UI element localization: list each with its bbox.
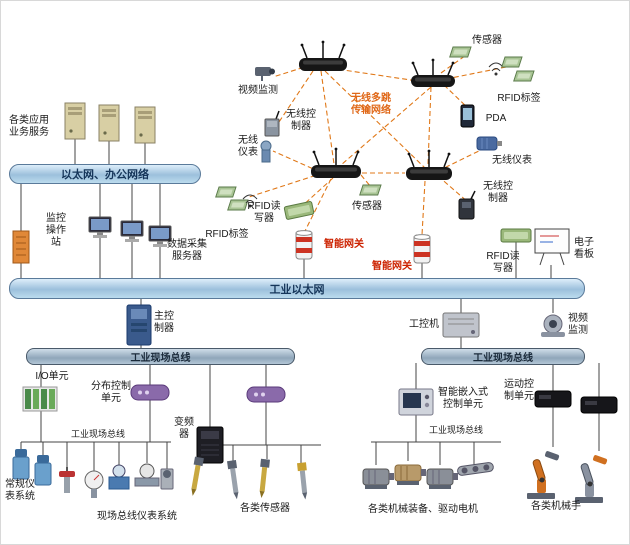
workstation-icon [120,220,144,242]
probe-sensor-icon [227,460,239,500]
motor-icon [362,468,394,489]
main-controller-icon [126,304,152,346]
label-wireless-instrument-left: 无线仪表 [238,135,258,158]
label-conventional-instrument-system: 常规仪表系统 [5,479,35,502]
distributed-control-unit-icon [130,384,170,401]
label-monitor-station: 监控操作站 [46,213,66,248]
wireless-controller-icon [458,190,476,220]
workstation-icon [88,216,112,238]
label-rfid-reader-left: RFID读写器 [247,201,281,224]
wireless-router-icon [299,40,347,71]
conventional-instrument-icon [12,449,30,480]
fieldbus-left: 工业现场总线 [26,348,295,365]
wireless-instrument-motor-icon [476,136,502,151]
motor-icon [426,468,458,489]
rfid-tag-icon [215,186,237,198]
label-wireless-controller-left: 无线控制器 [286,109,316,132]
conventional-instrument-icon [34,455,52,486]
transmitter-icon [160,468,174,490]
distributed-control-unit-icon [246,386,286,403]
label-distributed-control-unit: 分布控制单元 [91,381,131,404]
gateway-icon [413,234,431,264]
motor-icon [394,464,426,485]
label-motion-control-unit: 运动控制单元 [504,379,534,402]
rfid-tag-icon [501,56,523,68]
wireless-router-icon [406,149,452,180]
wifi-signal-icon [242,194,258,208]
sensor-tag-icon [359,184,382,196]
label-wireless-controller-right: 无线控制器 [483,181,513,204]
label-pda: PDA [485,113,507,124]
label-video-monitor-bottom: 视频监测 [568,313,588,336]
label-main-controller: 主控制器 [154,311,174,334]
server-icon [134,106,156,144]
industrial-ethernet-bus: 工业以太网 [9,278,585,299]
office-network-bus: 以太网、办公网络 [9,164,201,184]
server-icon [98,104,120,142]
label-mesh-network: 无线多跳传输网络 [351,93,391,116]
motion-control-unit-icon [534,390,572,408]
label-sensor-top: 传感器 [472,35,502,46]
electronic-board-icon [534,228,570,266]
label-embedded-control-unit: 智能嵌入式控制单元 [438,387,488,410]
wireless-router-icon [411,58,455,87]
fieldbus-right: 工业现场总线 [421,348,585,365]
label-machinery-motors: 各类机械装备、驱动电机 [368,504,478,515]
label-fieldbus-instrument-system: 现场总线仪表系统 [97,511,177,522]
label-industrial-pc: 工控机 [409,319,439,330]
inverter-icon [196,426,224,464]
motion-control-unit-icon [580,396,618,414]
pressure-gauge-icon [84,470,104,498]
fieldbus-right-label: 工业现场总线 [473,353,533,364]
label-rfid-tags-right: RFID标签 [497,93,541,104]
server-icon [64,102,86,140]
label-io-unit: I/O单元 [35,371,69,382]
label-video-monitor-top: 视频监测 [238,85,278,96]
sensor-tag-icon [449,46,472,58]
conveyor-icon [457,462,494,476]
valve-icon [59,467,75,493]
label-e-board: 电子看板 [574,237,594,260]
dome-camera-icon [541,314,565,337]
cctv-camera-icon [255,67,275,81]
label-inverter: 变频器 [174,417,194,440]
pipe-meter-icon [134,463,160,487]
label-rfid-reader-right: RFID读写器 [486,251,520,274]
wireless-controller-icon [264,110,280,137]
probe-sensor-icon [297,462,308,500]
label-app-services: 各类应用业务服务 [9,115,49,138]
label-gateway-1: 智能网关 [324,239,364,250]
workstation-icon [148,225,172,247]
pda-icon [460,104,475,128]
probe-sensor-icon [191,456,204,496]
rfid-reader-icon [283,201,315,220]
fieldbus-left-label: 工业现场总线 [130,353,191,364]
rfid-tag-icon [513,70,535,82]
rfid-reader-icon [500,228,532,243]
flow-meter-icon [108,464,130,490]
label-various-sensors: 各类传感器 [240,503,290,514]
label-fieldbus-sub-left: 工业现场总线 [70,429,125,439]
robot-arm-icon [527,451,560,499]
embedded-control-unit-icon [398,388,434,416]
label-wireless-instrument-right: 无线仪表 [492,155,532,166]
label-sensor-mid: 传感器 [352,201,382,212]
firewall-cabinet-icon [12,230,30,264]
label-data-server: 数据采集服务器 [167,239,207,262]
io-modules-icon [22,386,58,412]
wireless-instrument-icon [260,140,272,163]
label-rfid-tags-left: RFID标签 [205,229,249,240]
industrial-ethernet-bus-label: 工业以太网 [269,283,325,296]
label-fieldbus-sub-right: 工业现场总线 [428,425,483,435]
label-robot-arms: 各类机械手 [531,501,581,512]
gateway-icon [295,230,313,260]
probe-sensor-icon [259,458,270,499]
rfid-tag-icon [227,199,249,211]
wireless-router-icon [311,147,361,178]
robot-arm-icon [575,455,608,503]
label-gateway-2: 智能网关 [372,261,412,272]
industrial-pc-icon [442,312,480,338]
office-network-bus-label: 以太网、办公网络 [61,169,149,181]
